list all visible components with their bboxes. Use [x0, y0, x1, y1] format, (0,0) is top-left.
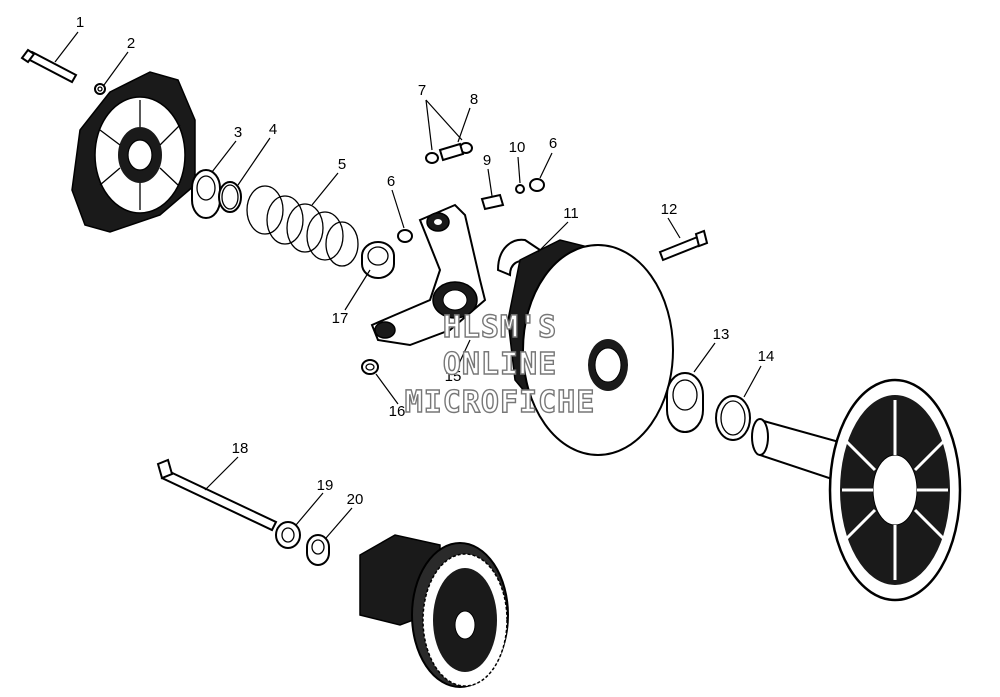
callout-6-right: 6 [549, 135, 557, 152]
callout-14: 14 [758, 348, 775, 365]
callout-17: 17 [332, 310, 349, 327]
part-15-spider-arm[interactable] [370, 203, 487, 347]
part-6-roller-left[interactable] [397, 229, 413, 243]
assembled-clutch[interactable] [359, 534, 509, 688]
callout-3: 3 [234, 124, 242, 141]
callout-6-left: 6 [387, 173, 395, 190]
moveable-sheave[interactable] [507, 239, 674, 456]
leader-lines [54, 31, 762, 539]
callout-13: 13 [713, 326, 730, 343]
watermark: HLSM'S ONLINE MICROFICHE [404, 309, 596, 420]
callout-1: 1 [76, 14, 84, 31]
callout-12: 12 [661, 201, 678, 218]
spider-cover-plate[interactable] [71, 71, 196, 233]
part-20-spacer[interactable] [306, 534, 330, 566]
callout-20: 20 [347, 491, 364, 508]
part-2-washer[interactable] [94, 83, 106, 95]
part-14-seal-ring[interactable] [715, 395, 751, 441]
part-9-pin[interactable] [480, 193, 505, 211]
part-1-bolt[interactable] [20, 48, 78, 84]
part-13-bushing[interactable] [666, 372, 704, 433]
fixed-sheave-shaft[interactable] [751, 378, 962, 602]
callout-9: 9 [483, 152, 491, 169]
part-4-snap-ring[interactable] [218, 181, 242, 213]
part-5-spring[interactable] [246, 185, 359, 267]
callout-5: 5 [338, 156, 346, 173]
part-12-bolt[interactable] [658, 229, 709, 262]
callout-10: 10 [509, 139, 526, 156]
part-10-washer[interactable] [515, 184, 525, 194]
part-16-nut[interactable] [361, 359, 379, 375]
part-3-bushing[interactable] [191, 169, 221, 219]
watermark-line-2: ONLINE [443, 347, 557, 382]
callout-2: 2 [127, 35, 135, 52]
callout-4: 4 [269, 121, 277, 138]
callout-8: 8 [470, 91, 478, 108]
part-17-bushing[interactable] [361, 241, 395, 279]
callout-19: 19 [317, 477, 334, 494]
part-18-long-bolt[interactable] [156, 458, 278, 532]
callout-11: 11 [563, 205, 579, 222]
part-7-washer-pair[interactable] [425, 142, 473, 164]
callout-7: 7 [418, 82, 426, 99]
watermark-line-3: MICROFICHE [405, 385, 596, 420]
part-19-lock-washer[interactable] [275, 521, 301, 549]
callout-18: 18 [232, 440, 249, 457]
part-8-pin[interactable] [438, 142, 465, 162]
callout-16: 16 [389, 403, 406, 420]
part-6-roller-right[interactable] [529, 178, 545, 192]
callout-labels: 1 2 3 4 5 6 6 7 8 9 10 11 12 13 14 15 16… [76, 14, 775, 508]
callout-15: 15 [445, 368, 462, 385]
watermark-line-1: HLSM'S [443, 310, 557, 345]
